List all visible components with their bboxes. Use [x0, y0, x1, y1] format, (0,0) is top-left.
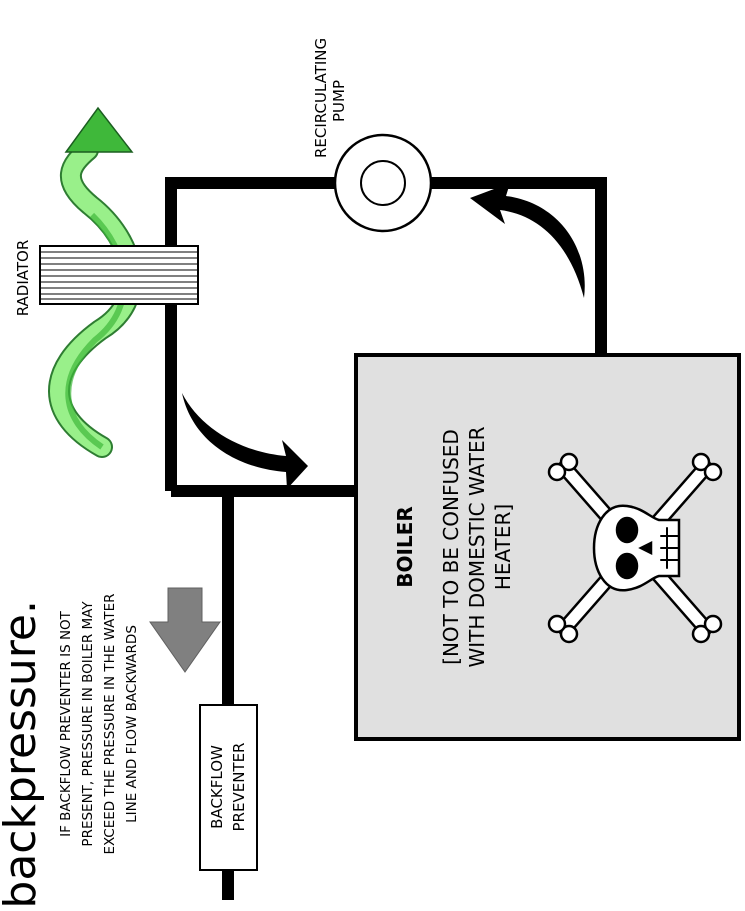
- warning-line2: PRESENT, PRESSURE IN BOILER MAY: [80, 601, 96, 847]
- boiler-title: BOILER: [393, 506, 417, 588]
- curved-arrow-icon: [470, 183, 585, 298]
- skull-and-crossbones-icon: [547, 452, 723, 644]
- radiator: [39, 245, 199, 305]
- curved-arrow-icon: [182, 393, 308, 489]
- pump-label-line1: RECIRCULATING: [312, 38, 330, 158]
- boiler-note-line2: WITH DOMESTIC WATER: [465, 426, 489, 667]
- warning-line4: LINE AND FLOW BACKWARDS: [124, 625, 140, 823]
- preventer-label-line2: PREVENTER: [230, 743, 248, 832]
- warning-line3: EXCEED THE PRESSURE IN THE WATER: [102, 593, 118, 854]
- page-heading: backpressure.: [0, 600, 46, 909]
- backflow-arrow: [149, 587, 221, 673]
- backflow-preventer: [199, 704, 258, 871]
- warning-line1: IF BACKFLOW PREVENTER IS NOT: [58, 610, 74, 837]
- pump-label-line2: PUMP: [330, 80, 348, 122]
- boiler-note-line1: [NOT TO BE CONFUSED: [439, 429, 463, 665]
- preventer-label-line1: BACKFLOW: [208, 745, 226, 829]
- recirculating-pump: [333, 133, 433, 233]
- radiator-label: RADIATOR: [14, 240, 32, 317]
- boiler-note-line3: HEATER]: [491, 504, 515, 590]
